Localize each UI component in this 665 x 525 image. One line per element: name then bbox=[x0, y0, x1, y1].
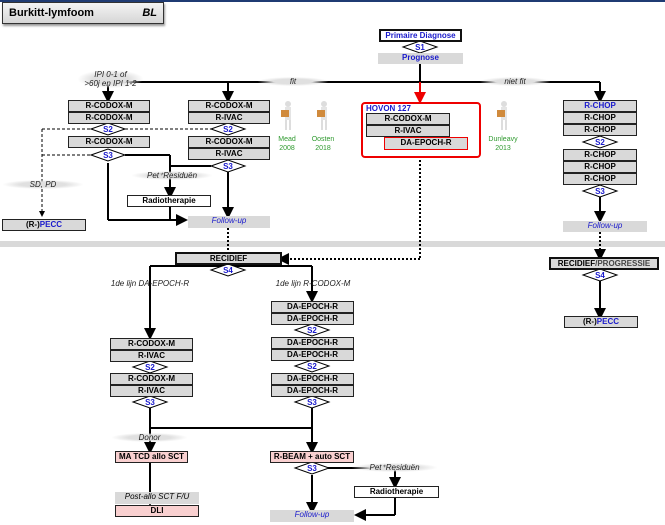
prognose-box: Prognose bbox=[378, 53, 463, 64]
regimen-box: R-IVAC bbox=[110, 385, 193, 397]
diagram-abbrev: BL bbox=[142, 7, 157, 19]
donor-label: Donor bbox=[112, 433, 187, 442]
stage-label: S3 bbox=[103, 151, 113, 160]
regimen-box: DA-EPOCH-R bbox=[271, 373, 354, 385]
decision-diamond bbox=[293, 323, 331, 337]
stage-label: S2 bbox=[103, 125, 113, 134]
decision-diamond bbox=[209, 122, 247, 136]
sd-pd-label: SD, PD bbox=[3, 180, 83, 189]
decision-diamond bbox=[293, 461, 331, 475]
regimen-box: R-IVAC bbox=[366, 125, 450, 137]
regimen-box: DA-EPOCH-R bbox=[271, 337, 354, 349]
pet-residu-label: Pet⁺Residuën bbox=[352, 463, 437, 472]
branch-label: 1de lijn R-CODOX-M bbox=[275, 279, 351, 288]
regimen-box: R-CHOP bbox=[563, 124, 637, 136]
section-separator bbox=[0, 241, 665, 247]
decision-diamond bbox=[581, 135, 619, 149]
stage-label: S2 bbox=[307, 326, 317, 335]
regimen-box: R-CHOP bbox=[563, 100, 637, 112]
stage-label: S4 bbox=[223, 266, 233, 275]
fit-label: fit bbox=[258, 77, 328, 86]
stage-label: S3 bbox=[307, 464, 317, 473]
stage-label: S3 bbox=[595, 187, 605, 196]
decision-diamond bbox=[581, 184, 619, 198]
decision-diamond bbox=[581, 268, 619, 282]
regimen-box: R-CODOX-M bbox=[188, 100, 270, 112]
stage-label: S4 bbox=[595, 271, 605, 280]
decision-diamond bbox=[89, 122, 127, 136]
hovon-title: HOVON 127 bbox=[366, 104, 411, 113]
decision-diamond bbox=[131, 395, 169, 409]
dli-box: DLI bbox=[115, 505, 199, 517]
regimen-box: DA-EPOCH-R bbox=[271, 301, 354, 313]
decision-diamond bbox=[89, 148, 127, 162]
niet-fit-label: niet fit bbox=[480, 77, 550, 86]
pet-residu-label: Pet⁺Residuën bbox=[132, 171, 212, 180]
hovon-127-trial-box: HOVON 127 bbox=[361, 102, 481, 158]
pecc-box: (R-)PECC bbox=[564, 316, 638, 328]
radiotherapie-box: Radiotherapie bbox=[354, 486, 439, 498]
stage-label: S3 bbox=[223, 162, 233, 171]
regimen-box: R-CHOP bbox=[563, 173, 637, 185]
stage-label: S2 bbox=[595, 138, 605, 147]
reader-figure-icon bbox=[492, 100, 514, 132]
regimen-box: R-CODOX-M bbox=[366, 113, 450, 125]
stage-label: S2 bbox=[145, 363, 155, 372]
title-box: Burkitt-lymfoom BL bbox=[2, 2, 164, 24]
regimen-box-alt: DA-EPOCH-R bbox=[384, 137, 468, 150]
regimen-box: R-CODOX-M bbox=[110, 338, 193, 350]
decision-diamond bbox=[209, 263, 247, 277]
stage-label: S2 bbox=[223, 125, 233, 134]
stage-label: S1 bbox=[415, 43, 425, 52]
follow-up-box: Follow-up bbox=[563, 221, 647, 232]
regimen-box: R-CODOX-M bbox=[188, 136, 270, 148]
decision-diamond bbox=[293, 395, 331, 409]
regimen-box: R-CODOX-M bbox=[110, 373, 193, 385]
stage-label: S2 bbox=[307, 362, 317, 371]
reader-figure-icon bbox=[312, 100, 334, 132]
recidief-box: RECIDIEF bbox=[175, 252, 282, 265]
allo-sct-box: MA TCD allo SCT bbox=[115, 451, 188, 463]
regimen-box: DA-EPOCH-R bbox=[271, 313, 354, 325]
reader-figure-icon bbox=[276, 100, 298, 132]
ipi-label: IPI 0-1 of>60j en IPI 1-2 bbox=[78, 70, 143, 88]
regimen-box: R-CODOX-M bbox=[68, 112, 150, 124]
branch-label: 1de lijn DA-EPOCH-R bbox=[110, 279, 190, 288]
regimen-box: R-IVAC bbox=[110, 350, 193, 362]
pecc-box: (R-)PECC bbox=[2, 219, 86, 231]
rbeam-auto-sct-box: R-BEAM + auto SCT bbox=[270, 451, 354, 463]
regimen-box: R-CODOX-M bbox=[68, 100, 150, 112]
regimen-box: R-CHOP bbox=[563, 112, 637, 124]
diagram-title: Burkitt-lymfoom bbox=[9, 7, 94, 19]
post-allo-followup-box: Post-allo SCT F/U bbox=[115, 492, 199, 504]
primaire-diagnose-box: Primaire Diagnose bbox=[379, 29, 462, 42]
decision-diamond bbox=[209, 159, 247, 173]
regimen-box: DA-EPOCH-R bbox=[271, 349, 354, 361]
stage-label: S3 bbox=[145, 398, 155, 407]
follow-up-box: Follow-up bbox=[270, 510, 354, 522]
top-bar bbox=[0, 0, 665, 2]
decision-diamond bbox=[131, 360, 169, 374]
regimen-box: R-IVAC bbox=[188, 112, 270, 124]
regimen-box: R-CHOP bbox=[563, 161, 637, 173]
follow-up-box: Follow-up bbox=[188, 216, 270, 228]
regimen-box: R-IVAC bbox=[188, 148, 270, 160]
recidief-progressie-box: RECIDIEF/PROGRESSIE bbox=[549, 257, 659, 270]
radiotherapie-box: Radiotherapie bbox=[127, 195, 211, 207]
stage-label: S3 bbox=[307, 398, 317, 407]
regimen-box: R-CODOX-M bbox=[68, 136, 150, 148]
decision-diamond bbox=[401, 40, 439, 54]
regimen-box: R-CHOP bbox=[563, 149, 637, 161]
regimen-box: DA-EPOCH-R bbox=[271, 385, 354, 397]
decision-diamond bbox=[293, 359, 331, 373]
